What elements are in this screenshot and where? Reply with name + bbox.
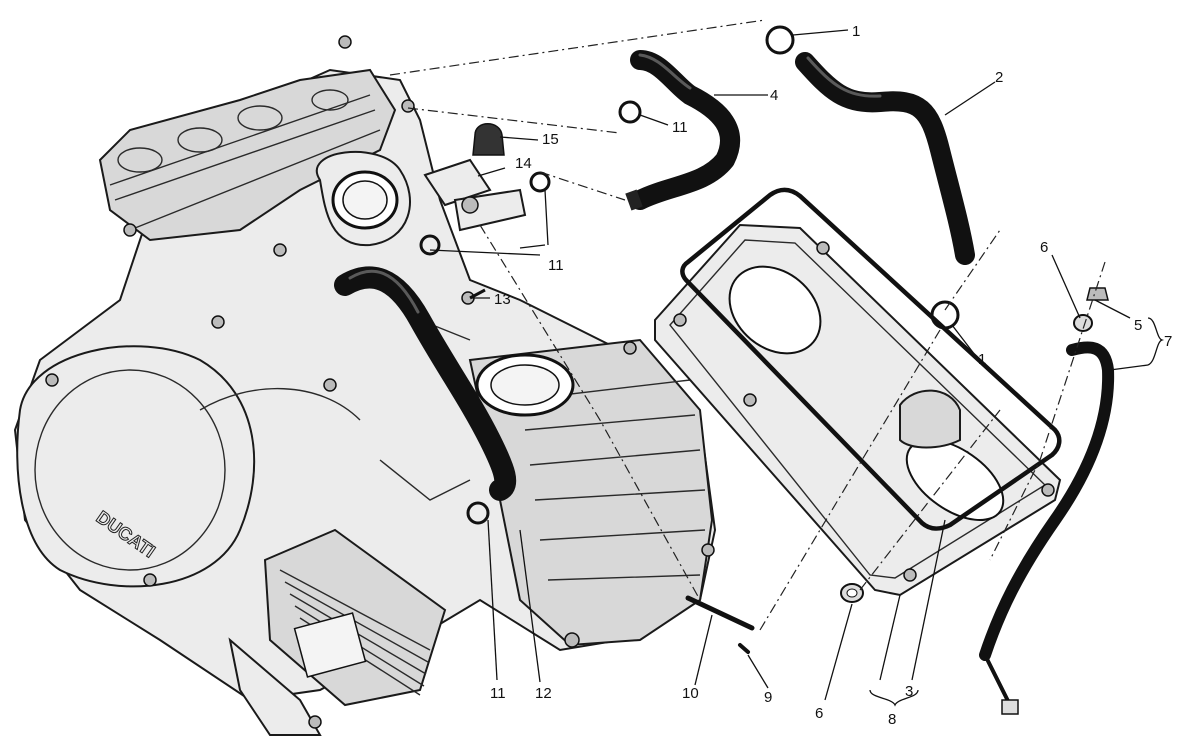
- callout-5: 5: [1134, 317, 1142, 334]
- callout-6-bottom: 6: [815, 705, 823, 722]
- engine-breather-hose: [334, 266, 517, 501]
- callout-15: 15: [542, 131, 559, 148]
- clamp-1-top: [765, 25, 795, 55]
- fitting-5: [1086, 287, 1109, 301]
- rubber-cap-15: [472, 123, 505, 156]
- callout-10: 10: [682, 685, 699, 702]
- breather-hose-4: [625, 50, 740, 211]
- leader-lines: [429, 29, 1165, 707]
- callout-13: 13: [494, 291, 511, 308]
- callout-6-top: 6: [1040, 239, 1048, 256]
- callout-11-c: 11: [490, 685, 506, 702]
- callout-14: 14: [515, 155, 532, 172]
- screw-13: [461, 288, 486, 305]
- breather-hose-7: [979, 341, 1115, 715]
- clamp-11-d: [466, 501, 490, 525]
- clamp-1-mid: [930, 300, 960, 330]
- callout-3: 3: [905, 683, 913, 700]
- assembly-lines: [389, 19, 1106, 631]
- hose-clamps: [419, 25, 960, 525]
- seal-6-bottom: [840, 583, 864, 603]
- callout-2: 2: [995, 69, 1003, 86]
- callout-11-b: 11: [548, 257, 564, 274]
- breather-hose-2: [795, 52, 975, 265]
- engine-block: DUCATI: [13, 35, 717, 736]
- clamp-11-a: [618, 100, 642, 124]
- clamp-11-b: [529, 171, 551, 193]
- screw-9: [738, 643, 750, 654]
- long-bolt-10: [685, 595, 755, 631]
- valve-cover: [654, 223, 1062, 597]
- callout-7: 7: [1164, 333, 1172, 350]
- callout-1-mid: 1: [978, 351, 986, 368]
- callout-8: 8: [888, 711, 896, 728]
- valve-cover-gasket: [680, 187, 1062, 531]
- callout-4: 4: [770, 87, 778, 104]
- clamp-11-c: [419, 234, 441, 256]
- callout-labels: 1 2 4 11 15 14 11 13 1 6 5 7 11 12 10 9 …: [490, 23, 1172, 728]
- seal-6-top: [1073, 314, 1093, 332]
- callout-12: 12: [535, 685, 552, 702]
- callout-9: 9: [764, 689, 772, 706]
- breather-valve-14: [423, 158, 527, 232]
- callout-11-a: 11: [672, 119, 688, 136]
- callout-1-top: 1: [852, 23, 860, 40]
